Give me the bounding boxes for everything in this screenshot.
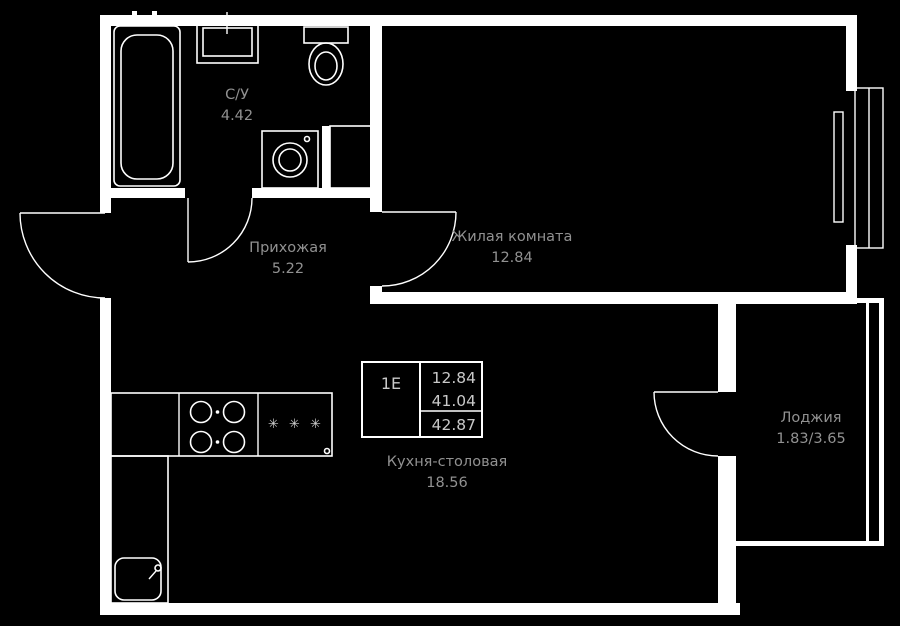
unit-area: 41.04 (432, 392, 476, 410)
duct-shaft (329, 125, 375, 189)
unit-label: 1Е (381, 374, 401, 393)
room-area-bathroom: 4.42 (221, 108, 253, 124)
walls (100, 15, 857, 615)
kitchen-sink (114, 557, 162, 601)
loggia-door-arc (653, 391, 719, 457)
room-area-living-room: 12.84 (491, 250, 533, 266)
living-room-door-arc (381, 211, 457, 287)
room-label-bathroom: С/У (225, 87, 249, 103)
radiator (833, 111, 844, 223)
room-label-hallway: Прихожая (249, 240, 327, 256)
toilet (303, 26, 349, 86)
unit-living-area: 12.84 (432, 369, 476, 387)
entrance-door-arc (19, 212, 106, 299)
bathroom-door-arc (187, 197, 253, 263)
room-label-loggia: Лоджия (780, 410, 841, 426)
room-area-hallway: 5.22 (272, 261, 304, 277)
room-area-loggia: 1.83/3.65 (776, 431, 845, 447)
fridge-symbol: ✳ ✳ ✳ (268, 417, 324, 432)
stove-burners (189, 400, 246, 454)
loggia-walls (736, 298, 884, 546)
bathroom-sink (196, 12, 259, 64)
room-labels: С/У 4.42 Прихожая 5.22 Жилая комната 12.… (221, 87, 846, 491)
kitchen-counter (110, 392, 333, 604)
unit-info-box: 1Е 12.84 41.04 42.87 (361, 361, 483, 438)
room-area-kitchen: 18.56 (426, 475, 468, 491)
room-label-living-room: Жилая комната (452, 229, 573, 245)
unit-total-area: 42.87 (432, 416, 476, 434)
bathtub (113, 11, 181, 187)
room-label-kitchen: Кухня-столовая (387, 454, 507, 470)
washing-machine (261, 130, 319, 189)
living-room-window (854, 87, 884, 249)
